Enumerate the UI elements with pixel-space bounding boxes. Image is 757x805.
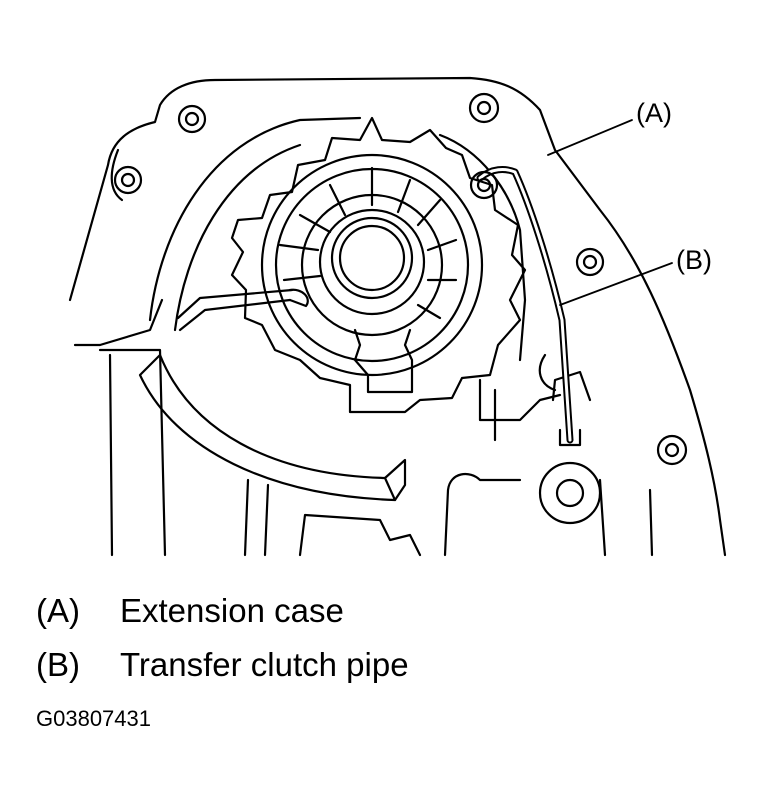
inner-housing <box>148 116 562 442</box>
legend-item-extension-case: (A) Extension case <box>36 594 344 627</box>
callout-b-label: (B) <box>676 245 712 275</box>
figure-id: G03807431 <box>36 706 151 731</box>
leader-line-b <box>559 262 673 306</box>
transmission-extension-diagram <box>68 76 727 557</box>
lower-housing <box>243 353 654 557</box>
baffle-plate <box>138 288 407 502</box>
extension-case-outline <box>68 76 727 557</box>
legend-item-transfer-clutch-pipe: (B) Transfer clutch pipe <box>36 648 409 681</box>
oil-pump-gear <box>230 116 527 414</box>
leader-line-a <box>547 119 633 156</box>
callout-a-label: (A) <box>636 98 672 128</box>
legend-text: Extension case <box>120 592 344 629</box>
bolt-holes <box>113 92 688 466</box>
transfer-clutch-pipe <box>469 166 582 447</box>
legend-key: (B) <box>36 646 80 683</box>
legend-text: Transfer clutch pipe <box>120 646 409 683</box>
legend-key: (A) <box>36 592 80 629</box>
